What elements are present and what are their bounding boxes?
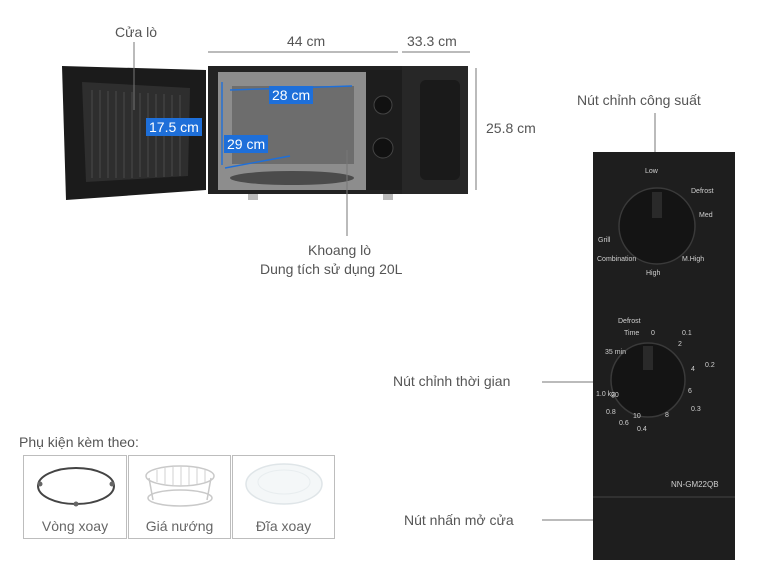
ring-icon: [37, 467, 115, 507]
timer-0: 0: [651, 330, 655, 337]
door-label: Cửa lò: [115, 24, 158, 40]
timer-2: 2: [678, 341, 682, 348]
grill-rack-icon: [145, 465, 215, 507]
power-defrost: Defrost: [691, 188, 714, 195]
timer-0-3: 0.3: [691, 406, 701, 413]
capacity-text: Dung tích sử dụng 20L: [260, 261, 403, 277]
timer-defrost: Defrost: [618, 318, 641, 325]
depth-dimension: 33.3 cm: [407, 33, 457, 49]
power-knob-dial: [618, 187, 696, 265]
accessory-label: Giá nướng: [145, 518, 214, 534]
timer-0-1: 0.1: [682, 330, 692, 337]
accessory-ring: Vòng xoay: [23, 455, 127, 539]
power-low: Low: [645, 168, 658, 175]
height-dimension: 25.8 cm: [486, 120, 536, 136]
timer-1-0kg: 1.0 kg: [596, 391, 616, 398]
power-mhigh: M.High: [682, 256, 705, 263]
timer-0-4: 0.4: [637, 426, 647, 433]
width-dimension: 44 cm: [287, 33, 326, 49]
timer-time: Time: [624, 330, 640, 337]
power-grill: Grill: [598, 237, 611, 244]
timer-20: 20: [611, 392, 619, 399]
timer-4: 4: [691, 366, 695, 373]
cavity-depth-label: 29 cm: [224, 135, 269, 153]
cavity-title: Khoang lò: [308, 242, 372, 258]
door-glass: [82, 82, 190, 182]
accessory-grill-rack: Giá nướng: [128, 455, 231, 539]
power-med: Med: [699, 212, 713, 219]
power-high: High: [646, 270, 661, 277]
accessory-turntable-plate: Đĩa xoay: [232, 455, 335, 539]
power-combination: Combination: [597, 256, 637, 263]
timer-knob-dial: [610, 342, 686, 418]
power-knob-label: Nút chỉnh công suất: [577, 92, 701, 108]
timer-35min: 35 min: [605, 349, 627, 356]
door-button-label: Nút nhấn mở cửa: [404, 512, 514, 528]
accessory-label: Vòng xoay: [41, 518, 109, 534]
timer-0-8: 0.8: [606, 409, 616, 416]
cavity-height-label: 17.5 cm: [146, 118, 202, 136]
turntable: [230, 171, 354, 185]
timer-0-2: 0.2: [705, 362, 715, 369]
control-panel-small: [366, 70, 402, 190]
timer-6: 6: [688, 388, 692, 395]
timer-knob-label: Nút chỉnh thời gian: [393, 373, 511, 389]
timer-8: 8: [665, 412, 669, 419]
plate-icon: [245, 463, 323, 505]
timer-10: 10: [633, 413, 641, 420]
timer-0-6: 0.6: [619, 420, 629, 427]
accessory-label: Đĩa xoay: [255, 518, 312, 534]
model-number: NN-GM22QB: [671, 480, 719, 489]
accessories-title: Phụ kiện kèm theo:: [19, 434, 139, 450]
cavity-width-label: 28 cm: [269, 86, 314, 104]
